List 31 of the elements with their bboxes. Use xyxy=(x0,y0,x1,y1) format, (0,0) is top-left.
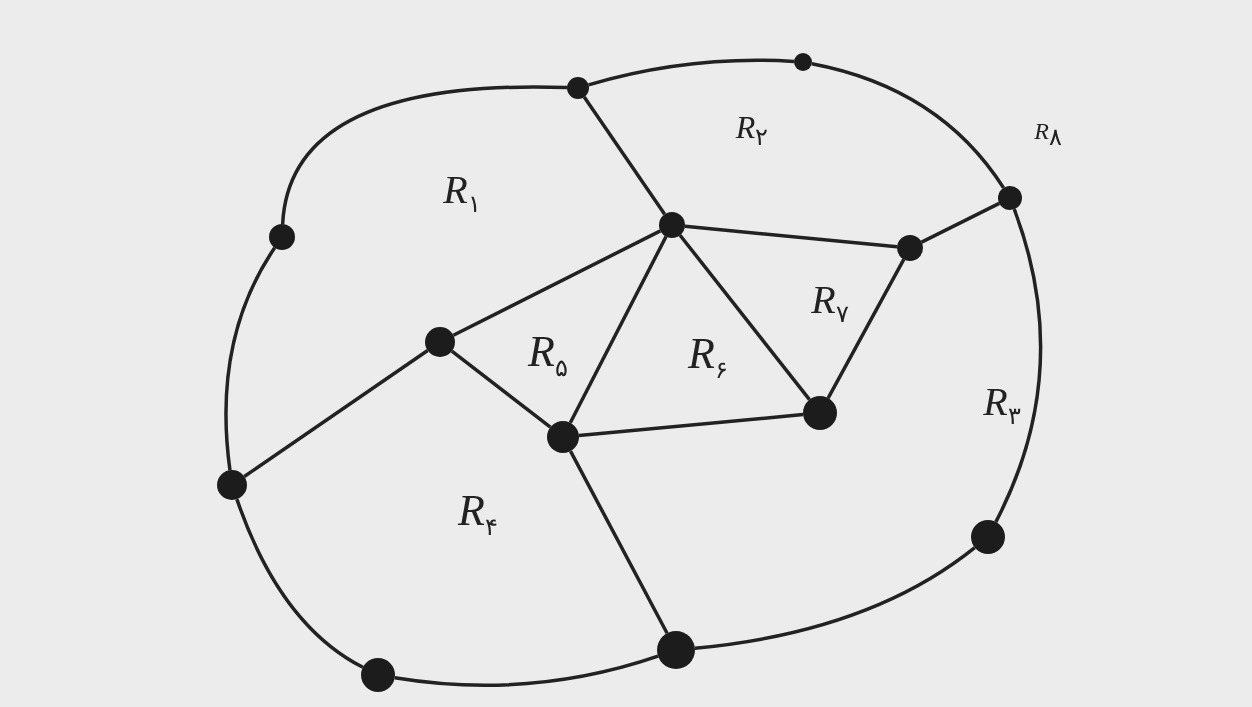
vertex-dot xyxy=(897,235,923,261)
graph-edge xyxy=(568,235,668,424)
graph-edge xyxy=(588,58,795,87)
graph-edge xyxy=(450,349,552,429)
vertex-dot xyxy=(794,53,812,71)
graph-edge xyxy=(826,258,906,399)
graph-edge xyxy=(568,450,669,635)
vertex-dot xyxy=(998,186,1022,210)
vertex-dot xyxy=(971,520,1005,554)
graph-edge xyxy=(235,498,364,669)
graph-edge xyxy=(811,61,1005,189)
vertex-dot xyxy=(361,658,395,692)
graph-edge xyxy=(994,208,1043,523)
vertex-dot xyxy=(567,77,589,99)
vertex-dot xyxy=(425,327,455,357)
vertex-dot xyxy=(547,421,579,453)
graph-edge xyxy=(694,546,976,650)
vertex-dot xyxy=(657,631,695,669)
graph-edge xyxy=(582,96,667,216)
graph-edge xyxy=(224,246,277,471)
graph-edge xyxy=(578,412,804,438)
graph-edge xyxy=(684,224,898,249)
graph-edge xyxy=(394,654,659,687)
vertex-dot xyxy=(659,212,685,238)
graph-edge xyxy=(452,229,662,337)
vertex-dot xyxy=(269,224,295,250)
graph-edge xyxy=(243,349,429,478)
graph-edge xyxy=(280,85,568,225)
vertex-dot xyxy=(803,396,837,430)
graph-edge xyxy=(678,234,811,401)
vertex-dot xyxy=(217,470,247,500)
